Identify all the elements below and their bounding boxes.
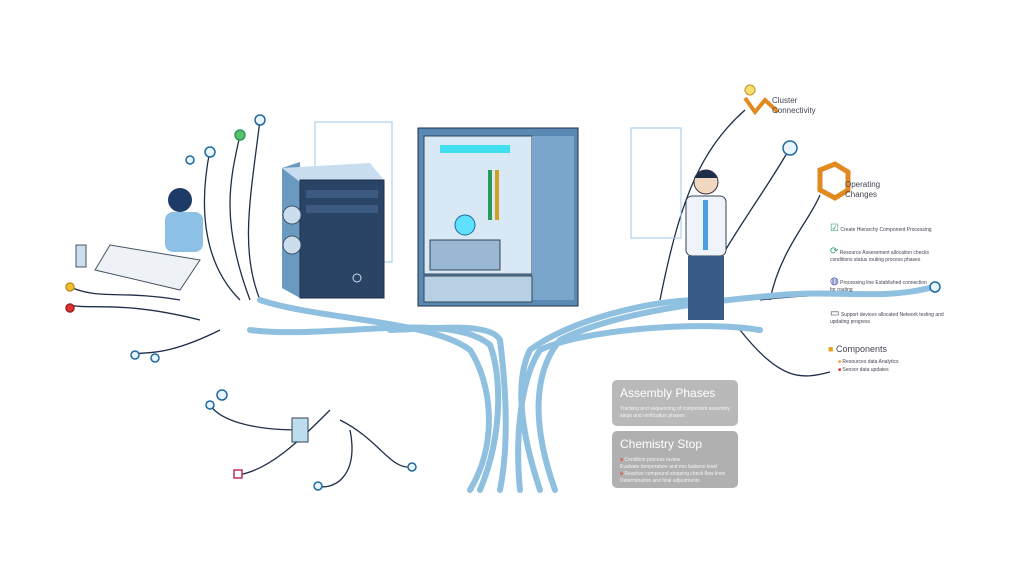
person-left	[75, 188, 203, 291]
list-item: ☑ Create Hierarchy Component Processing	[830, 223, 932, 234]
connectivity-icon	[743, 96, 780, 116]
components-list: ■ Resources data Analytics ■ Sensor data…	[838, 359, 899, 373]
card-assembly-phases: Assembly Phases Tracking and sequencing …	[612, 380, 738, 426]
pc-tower-small	[282, 162, 385, 299]
pc-case-open	[417, 127, 579, 307]
tree-trunk	[247, 285, 933, 493]
list-item: ⟳ Resource Assessment allocation checks …	[830, 246, 929, 264]
checkbox-icon: ☑	[830, 223, 839, 234]
list-item: ◍ Processing line Established connection…	[830, 276, 927, 294]
label-components: ■ Components	[828, 344, 887, 354]
list-item: ▭ Support devices allocated Network test…	[830, 308, 944, 326]
card-chemistry-stop: Chemistry Stop ■ Condition process revie…	[612, 431, 738, 488]
network-wires	[69, 109, 936, 488]
refresh-icon: ⟳	[830, 246, 839, 257]
person-right	[685, 169, 727, 320]
cup-icon	[291, 417, 309, 443]
network-nodes	[65, 114, 941, 491]
globe-icon: ◍	[830, 276, 839, 287]
laptop-icon: ▭	[830, 308, 840, 319]
hexagon-icon	[817, 161, 851, 201]
